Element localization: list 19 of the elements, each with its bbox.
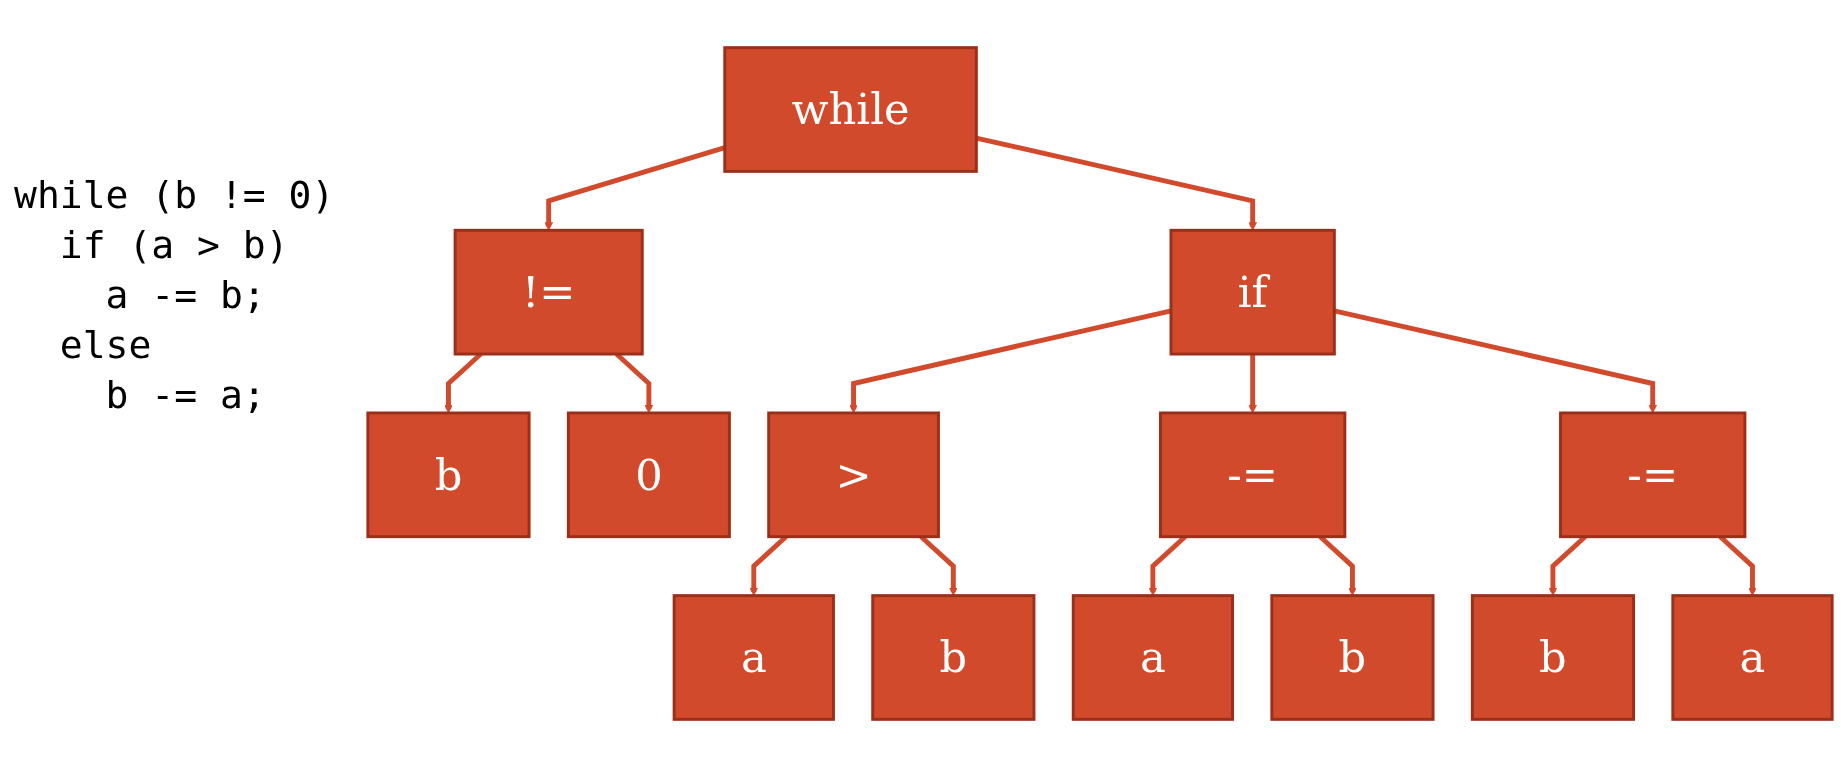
code-line: else xyxy=(58,322,153,369)
code-line: b -= a; xyxy=(104,372,267,419)
node-box: -= xyxy=(1159,411,1347,539)
node-box: b xyxy=(366,411,531,539)
code-line: if (a > b) xyxy=(58,222,290,269)
node-box: a xyxy=(672,594,835,721)
code-line: a -= b; xyxy=(104,272,267,319)
code-line: while (b != 0) xyxy=(14,172,335,219)
node-box: b xyxy=(871,594,1036,721)
node-box: 0 xyxy=(566,411,731,539)
node-box: a xyxy=(1071,594,1235,721)
node-box: != xyxy=(453,228,644,356)
node-box: while xyxy=(723,46,978,173)
node-box: if xyxy=(1169,228,1336,356)
node-box: b xyxy=(1470,594,1636,721)
node-box: -= xyxy=(1559,411,1747,539)
node-box: > xyxy=(767,411,940,539)
node-box: b xyxy=(1270,594,1435,721)
node-box: a xyxy=(1671,594,1834,721)
